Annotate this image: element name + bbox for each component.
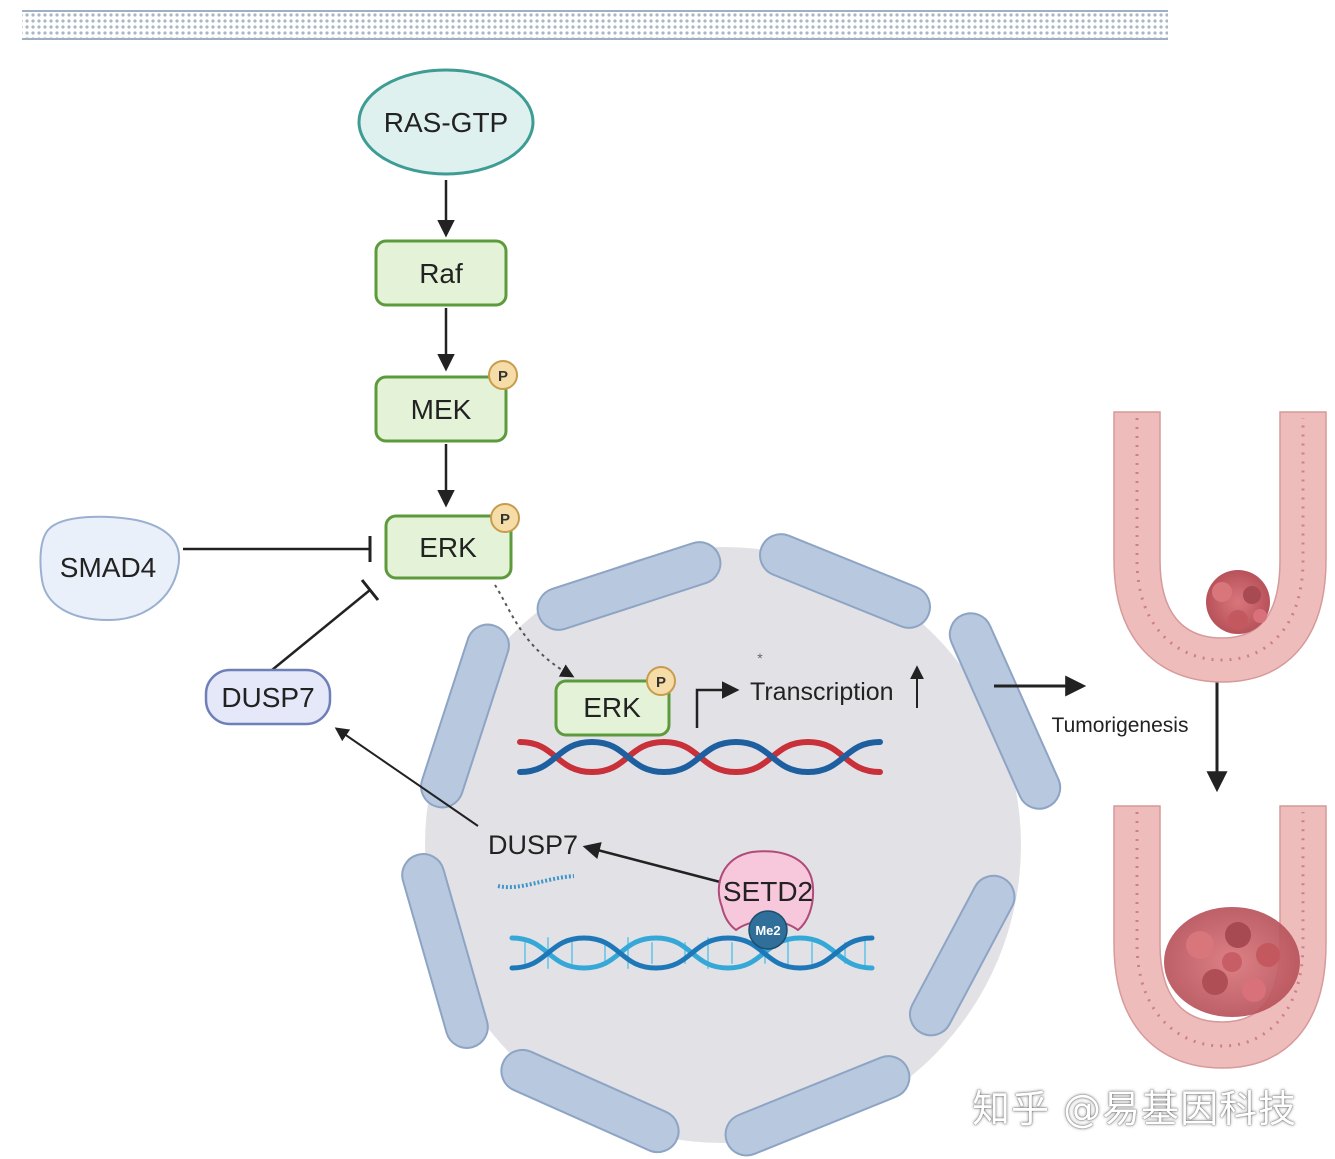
me2-label: Me2 <box>755 923 780 938</box>
mek-label: MEK <box>411 394 472 425</box>
cell-membrane <box>22 10 1168 40</box>
raf-label: Raf <box>419 258 463 289</box>
dusp7-transcript-label: DUSP7 <box>488 830 578 860</box>
node-raf: Raf <box>374 239 508 307</box>
tumor-large <box>1164 907 1300 1017</box>
transcription-start-arrow <box>695 681 740 728</box>
nuclear-envelope <box>401 533 1062 1157</box>
erk-nuclear-label: ERK <box>583 692 641 723</box>
arrow-dusp7-export <box>334 727 479 827</box>
phospho-badge-erk-nuclear: P <box>646 666 676 696</box>
phospho-badge-erk: P <box>490 503 520 533</box>
me2-badge: Me2 <box>748 910 788 950</box>
node-erk: ERK P <box>384 503 520 580</box>
transcription-label: Transcription <box>750 678 894 706</box>
dusp7-mrna-strand <box>497 874 575 890</box>
dna-helix-upper <box>517 738 883 776</box>
setd2-label: SETD2 <box>723 876 813 907</box>
tumorigenesis-label: Tumorigenesis <box>1052 714 1189 737</box>
dusp7-label: DUSP7 <box>221 682 314 713</box>
phospho-label: P <box>656 674 666 691</box>
transcription-mark: * <box>757 650 763 666</box>
node-ras-gtp: RAS-GTP <box>357 68 535 176</box>
inhibition-smad4-erk <box>183 536 372 562</box>
colon-crypt-early <box>1113 411 1327 683</box>
node-mek: MEK P <box>374 360 518 443</box>
tumor-small <box>1206 570 1270 634</box>
node-dusp7: DUSP7 <box>204 668 332 726</box>
ras-gtp-label: RAS-GTP <box>384 107 508 138</box>
node-smad4: SMAD4 <box>39 515 181 622</box>
phospho-label: P <box>500 511 510 528</box>
node-erk-nuclear: ERK P <box>554 666 676 737</box>
phospho-label: P <box>498 368 508 385</box>
inhibition-dusp7-erk <box>271 579 380 671</box>
arrow-setd2-to-dusp7 <box>582 842 725 885</box>
dna-helix-lower <box>509 935 875 971</box>
watermark: 知乎 @易基因科技 <box>972 1087 1298 1131</box>
colon-crypt-advanced <box>1113 805 1327 1069</box>
node-setd2: SETD2 Me2 <box>717 850 815 950</box>
smad4-label: SMAD4 <box>60 552 156 583</box>
phospho-badge-mek: P <box>488 360 518 390</box>
erk-label: ERK <box>419 532 477 563</box>
